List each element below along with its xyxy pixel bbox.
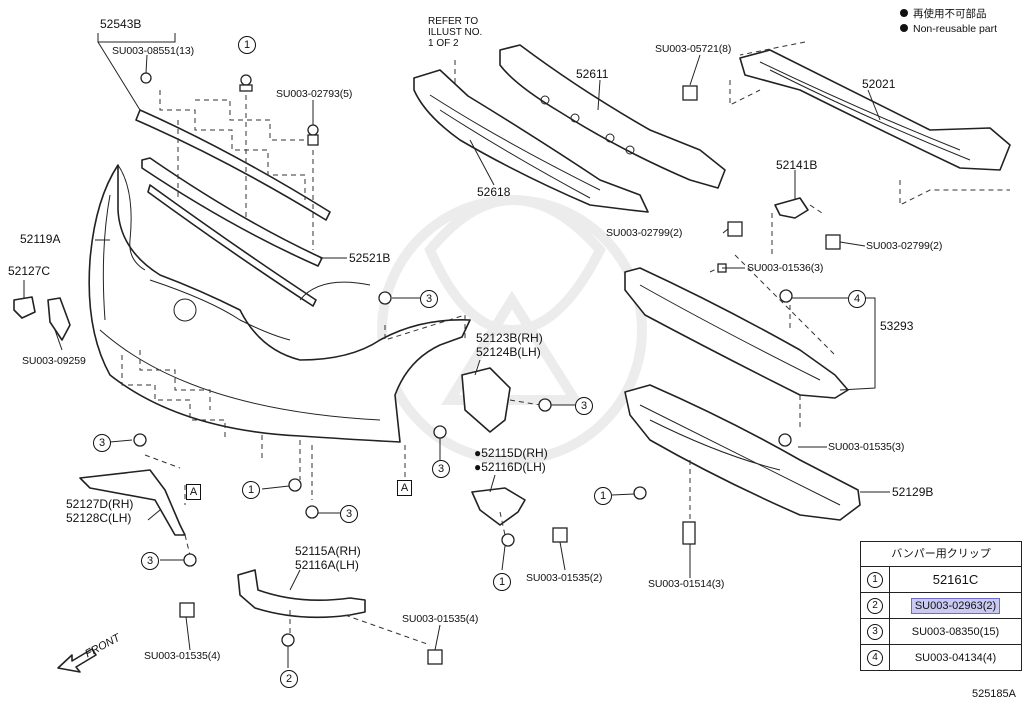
- label-su003-01535-cover[interactable]: SU003-01535(3): [828, 441, 905, 453]
- label-su003-01535-bracket[interactable]: SU003-01535(2): [526, 572, 603, 584]
- callout-clip-3: 3: [340, 505, 358, 523]
- absorber-52618: [413, 69, 649, 213]
- bumper-cover-52119A: [88, 164, 471, 443]
- marker-a-right: A: [397, 480, 412, 496]
- callout-clip-1: 1: [493, 573, 511, 591]
- cover-52129B: [624, 305, 861, 521]
- label-su003-02799-left[interactable]: SU003-02799(2): [606, 227, 683, 239]
- label-52521B[interactable]: 52521B: [349, 251, 391, 265]
- callout-clip-3: 3: [141, 552, 159, 570]
- table-row[interactable]: 1 52161C: [861, 567, 1021, 593]
- callout-clip-1: 1: [238, 36, 256, 54]
- legend-jp: 再使用不可部品: [900, 7, 997, 22]
- table-row[interactable]: 2 SU003-02963(2): [861, 593, 1021, 619]
- strip-52521B: [141, 157, 323, 307]
- cover-53293: [624, 254, 849, 399]
- label-su003-01514[interactable]: SU003-01514(3): [648, 578, 725, 590]
- clip-number: 4: [867, 649, 883, 666]
- bumper-bottom-guides: [121, 314, 466, 500]
- clip-part-number[interactable]: 52161C: [932, 572, 979, 587]
- label-52543B[interactable]: 52543B: [100, 17, 142, 31]
- label-52116D[interactable]: ●52116D(LH): [474, 460, 546, 474]
- bracket-52127C: [13, 296, 71, 341]
- callout-clip-3: 3: [432, 460, 450, 478]
- label-52128C[interactable]: 52128C(LH): [66, 511, 132, 525]
- label-su003-09259[interactable]: SU003-09259: [22, 355, 86, 367]
- label-52124B[interactable]: 52124B(LH): [476, 345, 541, 359]
- bumper-clip-table: バンパー用クリップ 1 52161C 2 SU003-02963(2) 3 SU…: [860, 541, 1022, 671]
- clip-table-title: バンパー用クリップ: [861, 542, 1021, 567]
- diagram-code: 525185A: [971, 688, 1016, 700]
- label-su003-05721[interactable]: SU003-05721(8): [655, 43, 732, 55]
- table-row[interactable]: 3 SU003-08350(15): [861, 619, 1021, 645]
- front-arrow-icon: [57, 648, 97, 673]
- clip-part-number-highlighted[interactable]: SU003-02963(2): [910, 597, 1001, 614]
- clip-number: 3: [867, 623, 883, 640]
- label-53293[interactable]: 53293: [880, 319, 914, 333]
- clip-part-number[interactable]: SU003-08350(15): [911, 625, 1000, 638]
- label-52129B[interactable]: 52129B: [892, 485, 934, 499]
- label-52021[interactable]: 52021: [862, 77, 896, 91]
- callout-clip-3: 3: [93, 434, 111, 452]
- label-52127D[interactable]: 52127D(RH): [66, 497, 134, 511]
- callout-clip-2: 2: [280, 670, 298, 688]
- label-52115D[interactable]: ●52115D(RH): [474, 446, 548, 460]
- callout-clip-3: 3: [575, 397, 593, 415]
- label-su003-02799-right[interactable]: SU003-02799(2): [866, 240, 943, 252]
- label-su003-01536[interactable]: SU003-01536(3): [747, 262, 824, 274]
- bracket-52115D: [471, 487, 526, 536]
- table-row[interactable]: 4 SU003-04134(4): [861, 645, 1021, 670]
- reinforcement-52611: [499, 44, 726, 189]
- label-su003-01535-left[interactable]: SU003-01535(4): [144, 650, 221, 662]
- label-52127C[interactable]: 52127C: [8, 264, 51, 278]
- callout-clip-1: 1: [242, 481, 260, 499]
- bullet-icon: [900, 9, 908, 17]
- label-52611[interactable]: 52611: [576, 67, 609, 81]
- marker-a-left: A: [186, 484, 201, 500]
- grille-clip-guides: [159, 90, 314, 250]
- clip-part-number[interactable]: SU003-04134(4): [914, 651, 997, 664]
- reference-note: REFER TO ILLUST NO. 1 OF 2: [428, 16, 483, 49]
- callout-clip-3: 3: [420, 290, 438, 308]
- label-52119A[interactable]: 52119A: [20, 232, 61, 246]
- clip-number: 2: [867, 597, 883, 614]
- stay-52115A: [237, 569, 431, 646]
- trim-52127D: [79, 454, 191, 556]
- label-52123B[interactable]: 52123B(RH): [476, 331, 543, 345]
- bracket-52141B: [771, 170, 826, 255]
- label-52141B[interactable]: 52141B: [776, 158, 818, 172]
- callout-clip-4: 4: [848, 290, 866, 308]
- bullet-icon: [900, 24, 908, 32]
- label-su003-02793[interactable]: SU003-02793(5): [276, 88, 353, 100]
- reinforcement-52021: [729, 41, 1011, 206]
- leader-lines: [23, 33, 890, 668]
- label-52115A[interactable]: 52115A(RH): [295, 544, 361, 558]
- clip-number: 1: [867, 571, 883, 588]
- legend-en: Non-reusable part: [900, 22, 997, 37]
- moulding-52543B: [135, 109, 331, 221]
- label-52618[interactable]: 52618: [477, 185, 511, 199]
- legend: 再使用不可部品 Non-reusable part: [900, 7, 997, 37]
- label-su003-08551[interactable]: SU003-08551(13): [112, 45, 194, 57]
- label-52116A[interactable]: 52116A(LH): [295, 558, 359, 572]
- bracket-52123B: [461, 367, 541, 433]
- callout-clip-1: 1: [594, 487, 612, 505]
- label-su003-01535-right[interactable]: SU003-01535(4): [402, 613, 479, 625]
